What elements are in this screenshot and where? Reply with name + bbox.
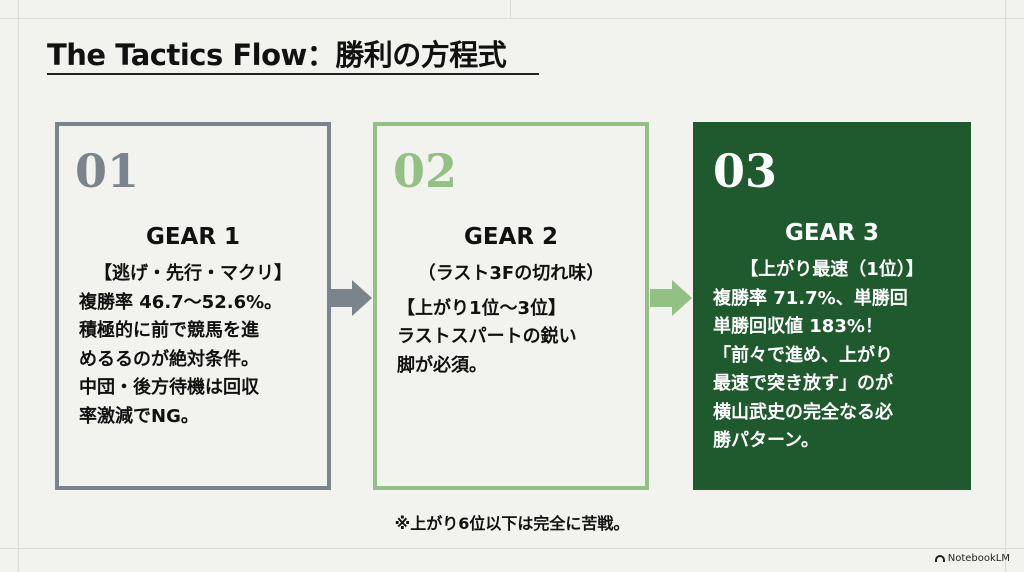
step-number: 03 — [713, 144, 778, 198]
gear-subtitle: 【上がり最速（1位）】 — [740, 259, 924, 280]
footnote: ※上がり6位以下は完全に苦戦。 — [394, 514, 630, 533]
notebooklm-logo: NotebookLM — [934, 553, 1010, 564]
gear-body: （ラスト3Fの切れ味） 【上がり1位〜3位】 ラストスパートの鋭い 脚が必須。 — [397, 260, 637, 380]
grid-line — [18, 0, 19, 572]
body-line: 勝パターン。 — [713, 430, 820, 451]
notebooklm-icon — [934, 555, 945, 562]
gear-heading: GEAR 2 — [463, 224, 559, 250]
gear-heading: GEAR 1 — [145, 224, 241, 250]
slide-title: The Tactics Flow：勝利の方程式 — [47, 38, 507, 72]
grid-line — [1005, 0, 1006, 572]
grid-line — [0, 548, 1024, 549]
grid-line — [510, 0, 511, 18]
body-line: 脚が必須。 — [397, 354, 487, 376]
gear-subtitle: （ラスト3Fの切れ味） — [417, 263, 605, 284]
body-line: 最速で突き放す」のが — [713, 373, 893, 394]
body-line: 複勝率 46.7〜52.6%。 — [79, 291, 283, 313]
grid-line — [0, 18, 1024, 19]
body-line: 複勝率 71.7%、単勝回 — [713, 287, 908, 309]
body-line: ラストスパートの鋭い — [397, 326, 577, 347]
gear-body: 【逃げ・先行・マクリ】 複勝率 46.7〜52.6%。 積極的に前で競馬を進 め… — [79, 260, 319, 431]
gear-1-card: 01 GEAR 1 【逃げ・先行・マクリ】 複勝率 46.7〜52.6%。 積極… — [55, 122, 331, 490]
gear-2-card: 02 GEAR 2 （ラスト3Fの切れ味） 【上がり1位〜3位】 ラストスパート… — [373, 122, 649, 490]
gear-body: 【上がり最速（1位）】 複勝率 71.7%、単勝回 単勝回収値 183%！ 「前… — [713, 256, 963, 456]
step-number: 02 — [393, 144, 458, 198]
body-line: 積極的に前で競馬を進 — [79, 320, 259, 341]
body-line: 単勝回収値 183%！ — [713, 316, 883, 337]
step-number: 01 — [75, 144, 140, 198]
body-line: めるるのが絶対条件。 — [79, 348, 259, 370]
body-line: 率激減でNG。 — [79, 405, 199, 427]
gear-heading: GEAR 3 — [784, 220, 880, 246]
body-line: 横山武史の完全なる必 — [713, 401, 893, 423]
body-line: 中団・後方待機は回収 — [79, 377, 259, 398]
gear-3-card: 03 GEAR 3 【上がり最速（1位）】 複勝率 71.7%、単勝回 単勝回収… — [693, 122, 971, 490]
brand-label: NotebookLM — [947, 553, 1010, 564]
title-underline — [47, 73, 539, 75]
body-line: 「前々で進め、上がり — [713, 344, 893, 366]
gear-subtitle: 【逃げ・先行・マクリ】 — [94, 263, 292, 284]
body-line: 【上がり1位〜3位】 — [397, 297, 567, 319]
